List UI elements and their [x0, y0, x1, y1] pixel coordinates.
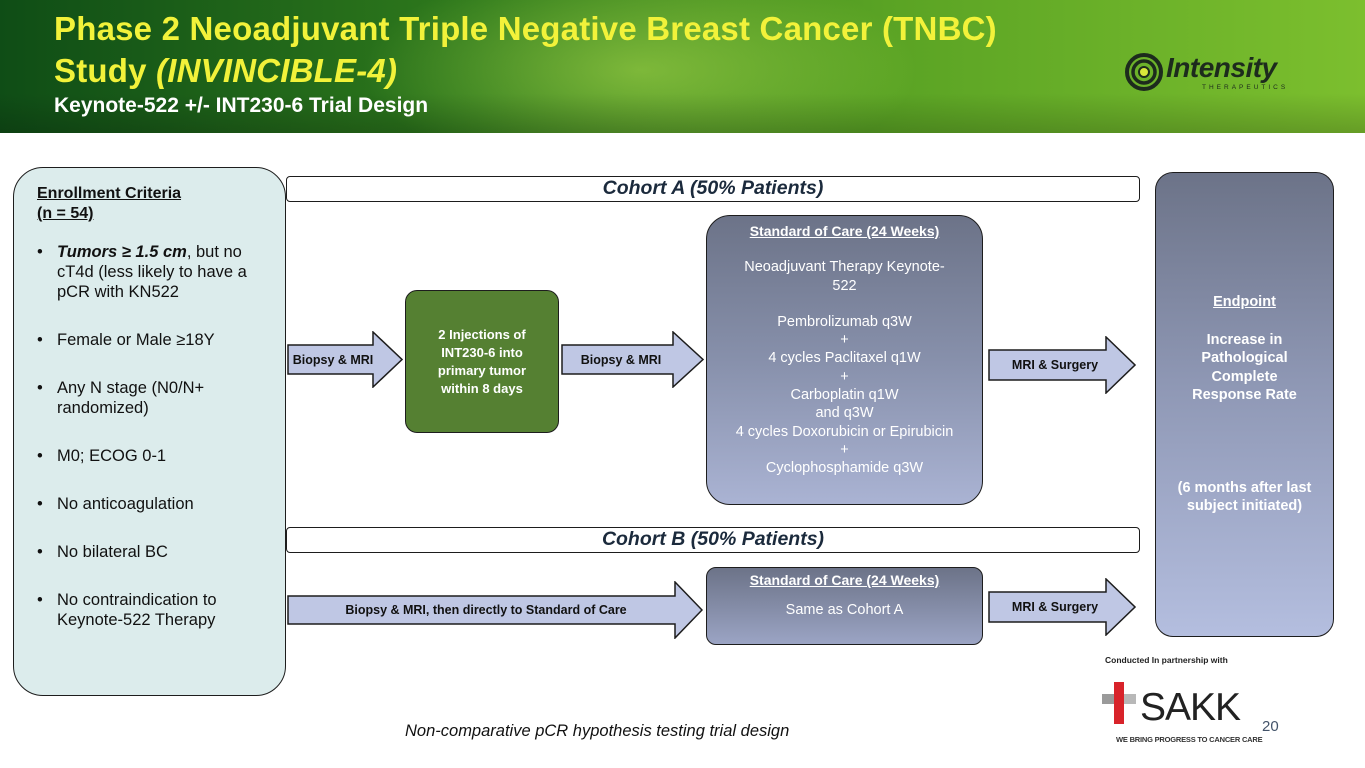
endpoint-line: Complete: [1211, 368, 1278, 385]
regimen-line: Pembrolizumab q3W: [777, 313, 912, 330]
footer-note: Non-comparative pCR hypothesis testing t…: [405, 722, 790, 740]
endpoint-line: Pathological: [1201, 350, 1288, 366]
regimen-line: 4 cycles Doxorubicin or Epirubicin: [735, 423, 954, 440]
int230-injection-box: 2 Injections of INT230-6 into primary tu…: [405, 290, 559, 433]
title-prefix: Study: [54, 52, 157, 89]
regimen-line: +: [840, 332, 849, 349]
arrow-shape-icon: [988, 578, 1136, 636]
endpoint-box: Endpoint Increase in Pathological Comple…: [1155, 172, 1334, 637]
arrow-shape-icon: [988, 336, 1136, 394]
cohort-a-biopsy-arrow-2: Biopsy & MRI: [561, 331, 704, 388]
criteria-item: No anticoagulation: [37, 494, 273, 514]
soc-title: Standard of Care (24 Weeks): [749, 572, 940, 588]
sakk-cross-icon: [1102, 682, 1136, 724]
criteria-item: No bilateral BC: [37, 542, 273, 562]
criteria-text: No anticoagulation: [57, 495, 194, 513]
arrow-label: Biopsy & MRI: [580, 352, 662, 367]
soc-line: Neoadjuvant Therapy Keynote-: [744, 259, 945, 276]
enrollment-heading: Enrollment Criteria: [37, 185, 182, 202]
cohort-b-label: Cohort B (50% Patients): [286, 527, 1140, 553]
page-number: 20: [1262, 718, 1279, 735]
regimen-line: Cyclophosphamide q3W: [765, 460, 924, 477]
cohort-b-standard-of-care-box: Standard of Care (24 Weeks) Same as Coho…: [706, 567, 983, 645]
criteria-item: Any N stage (N0/N+ randomized): [37, 378, 273, 418]
arrow-label: Biopsy & MRI, then directly to Standard …: [345, 603, 627, 617]
arrow-label: MRI & Surgery: [1011, 600, 1099, 614]
regimen-line: 4 cycles Paclitaxel q1W: [768, 350, 921, 367]
cohort-a-standard-of-care-box: Standard of Care (24 Weeks) Neoadjuvant …: [706, 215, 983, 505]
endpoint-line: Increase in: [1206, 331, 1283, 348]
endpoint-title: Endpoint: [1213, 294, 1276, 310]
soc-body: Same as Cohort A: [785, 602, 904, 619]
page-title-line1: Phase 2 Neoadjuvant Triple Negative Brea…: [54, 10, 997, 47]
criteria-text: Female or Male ≥18Y: [57, 331, 215, 349]
intensity-logo: Intensity THERAPEUTICS: [1124, 50, 1304, 98]
regimen-line: and q3W: [815, 405, 874, 422]
criteria-emphasis: Tumors ≥ 1.5 cm: [57, 243, 187, 261]
sakk-wordmark: SAKK: [1140, 686, 1241, 729]
arrow-shape-icon: [287, 331, 403, 388]
partner-label: Conducted In partnership with: [1105, 655, 1228, 665]
header-glow: [360, 0, 920, 133]
page-subtitle: Keynote-522 +/- INT230-6 Trial Design: [54, 94, 429, 117]
regimen-line: Carboplatin q1W: [790, 387, 899, 404]
arrow-label: MRI & Surgery: [1011, 358, 1099, 372]
criteria-text: No bilateral BC: [57, 543, 168, 561]
sakk-logo: SAKK WE BRING PROGRESS TO CANCER CARE: [1100, 680, 1263, 746]
cohort-a-biopsy-arrow: Biopsy & MRI: [287, 331, 403, 388]
regimen-line: +: [840, 368, 849, 385]
study-name: (INVINCIBLE-4): [156, 52, 398, 89]
arrow-label: Biopsy & MRI: [292, 352, 374, 367]
cohort-b-direct-arrow: Biopsy & MRI, then directly to Standard …: [287, 581, 703, 639]
header-shade: [0, 0, 1365, 133]
arrow-shape-icon: [561, 331, 704, 388]
criteria-item: Female or Male ≥18Y: [37, 330, 273, 350]
arrow-shape-icon: [287, 581, 703, 639]
enrollment-count: (n = 54): [37, 205, 94, 222]
criteria-text: No contraindication to Keynote-522 Thera…: [57, 591, 217, 629]
page-title-line2: Study (INVINCIBLE-4): [54, 52, 397, 90]
cohort-a-surgery-arrow: MRI & Surgery: [988, 336, 1136, 394]
criteria-text: M0; ECOG 0-1: [57, 447, 167, 465]
endpoint-note: (6 months after last subject initiated): [1177, 479, 1312, 515]
cohort-a-label: Cohort A (50% Patients): [286, 176, 1140, 202]
criteria-item: Tumors ≥ 1.5 cm, but no cT4d (less likel…: [37, 242, 273, 302]
regimen-line: +: [840, 441, 849, 458]
criteria-text: , but no cT4d (less likely to have a pCR…: [57, 243, 247, 301]
header-banner: Phase 2 Neoadjuvant Triple Negative Brea…: [0, 0, 1365, 133]
criteria-list: Tumors ≥ 1.5 cm, but no cT4d (less likel…: [37, 242, 273, 630]
soc-line: 522: [832, 277, 857, 294]
criteria-item: M0; ECOG 0-1: [37, 446, 273, 466]
logo-subtitle: THERAPEUTICS: [1202, 84, 1289, 91]
enrollment-criteria-panel: Enrollment Criteria (n = 54) Tumors ≥ 1.…: [13, 167, 286, 696]
criteria-item: No contraindication to Keynote-522 Thera…: [37, 590, 273, 630]
endpoint-line: Response Rate: [1192, 387, 1297, 403]
criteria-text: Any N stage (N0/N+ randomized): [57, 379, 205, 417]
sakk-tagline: WE BRING PROGRESS TO CANCER CARE: [1116, 735, 1263, 744]
soc-title: Standard of Care (24 Weeks): [749, 223, 940, 239]
cohort-b-surgery-arrow: MRI & Surgery: [988, 578, 1136, 636]
logo-word: Intensity: [1166, 52, 1277, 83]
intensity-swirl-icon: [1125, 53, 1163, 91]
